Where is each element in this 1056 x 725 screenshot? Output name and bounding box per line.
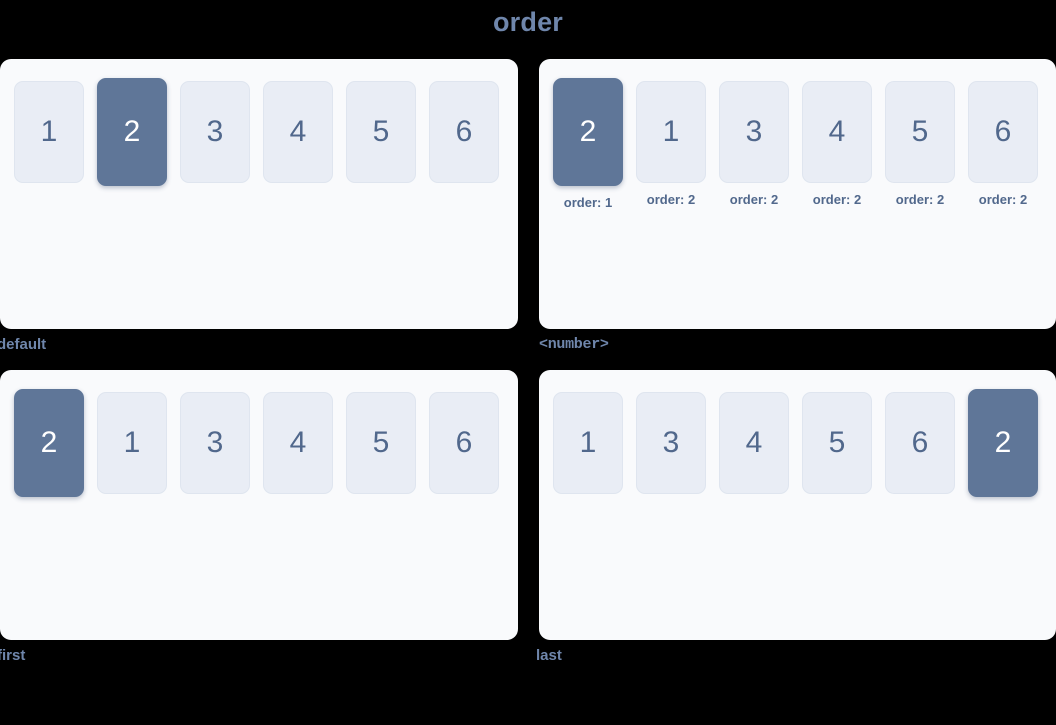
flex-item: 6 order: 2	[968, 81, 1038, 206]
flex-item: 2	[97, 78, 167, 186]
flex-item-tile[interactable]: 6	[885, 392, 955, 494]
flex-item: 4	[263, 81, 333, 183]
flex-item: 1	[14, 81, 84, 183]
panel-label-default: default	[0, 336, 47, 353]
flex-item-tile[interactable]: 5	[346, 81, 416, 183]
flex-item-tile-active[interactable]: 2	[97, 78, 167, 186]
flex-item-tile[interactable]: 5	[885, 81, 955, 183]
demo-panel-number: 2 order: 1 1 order: 2 3 order: 2 4 order: 2 5 ord…	[539, 59, 1056, 329]
flex-item: 5	[802, 392, 872, 494]
flex-item-tile[interactable]: 3	[180, 392, 250, 494]
flex-item-tile[interactable]: 6	[429, 81, 499, 183]
flex-item-tile-active[interactable]: 2	[14, 389, 84, 497]
flex-item-order-caption: order: 2	[646, 192, 696, 207]
flex-item: 2	[14, 389, 84, 497]
flex-item: 4 order: 2	[802, 81, 872, 206]
flex-item-order-caption: order: 2	[812, 192, 862, 207]
flex-item: 3	[180, 81, 250, 183]
page-title: order	[492, 7, 564, 37]
flex-item-tile-active[interactable]: 2	[968, 389, 1038, 497]
flex-item-tile[interactable]: 3	[636, 392, 706, 494]
flex-item-tile[interactable]: 6	[429, 392, 499, 494]
flex-item: 5	[346, 81, 416, 183]
flex-item-tile[interactable]: 1	[553, 392, 623, 494]
flex-item: 1 order: 2	[636, 81, 706, 206]
flex-item-tile[interactable]: 3	[719, 81, 789, 183]
flex-item: 1	[553, 392, 623, 494]
panel-label-number: <number>	[539, 336, 609, 353]
flex-item-order-caption: order: 1	[563, 195, 613, 210]
flex-item-order-caption: order: 2	[729, 192, 779, 207]
flex-item-tile[interactable]: 4	[263, 392, 333, 494]
flex-item: 3	[636, 392, 706, 494]
flex-item: 6	[885, 392, 955, 494]
flex-item: 6	[429, 392, 499, 494]
panel-label-last: last	[536, 647, 562, 664]
flex-item: 4	[263, 392, 333, 494]
flex-item: 2 order: 1	[553, 78, 623, 210]
flex-item: 2	[968, 389, 1038, 497]
flex-item: 5 order: 2	[885, 81, 955, 206]
flex-item-tile[interactable]: 5	[802, 392, 872, 494]
flex-item-tile[interactable]: 1	[14, 81, 84, 183]
flex-item-tile[interactable]: 3	[180, 81, 250, 183]
flex-item-tile[interactable]: 4	[263, 81, 333, 183]
flex-item: 3	[180, 392, 250, 494]
flex-item-tile[interactable]: 1	[97, 392, 167, 494]
flex-item: 3 order: 2	[719, 81, 789, 206]
flex-item-tile[interactable]: 6	[968, 81, 1038, 183]
flex-item-tile[interactable]: 1	[636, 81, 706, 183]
flex-item: 5	[346, 392, 416, 494]
flex-item: 1	[97, 392, 167, 494]
flex-item-tile-active[interactable]: 2	[553, 78, 623, 186]
flex-item: 6	[429, 81, 499, 183]
panel-cell-number: 2 order: 1 1 order: 2 3 order: 2 4 order: 2 5 ord…	[539, 59, 1056, 369]
flex-item-order-caption: order: 2	[895, 192, 945, 207]
flex-item: 4	[719, 392, 789, 494]
flex-item-order-caption: order: 2	[978, 192, 1028, 207]
items-row-number: 2 order: 1 1 order: 2 3 order: 2 4 order: 2 5 ord…	[553, 78, 1056, 210]
flex-item-tile[interactable]: 4	[802, 81, 872, 183]
flex-item-tile[interactable]: 5	[346, 392, 416, 494]
panel-label-first: first	[0, 647, 26, 664]
flex-item-tile[interactable]: 4	[719, 392, 789, 494]
